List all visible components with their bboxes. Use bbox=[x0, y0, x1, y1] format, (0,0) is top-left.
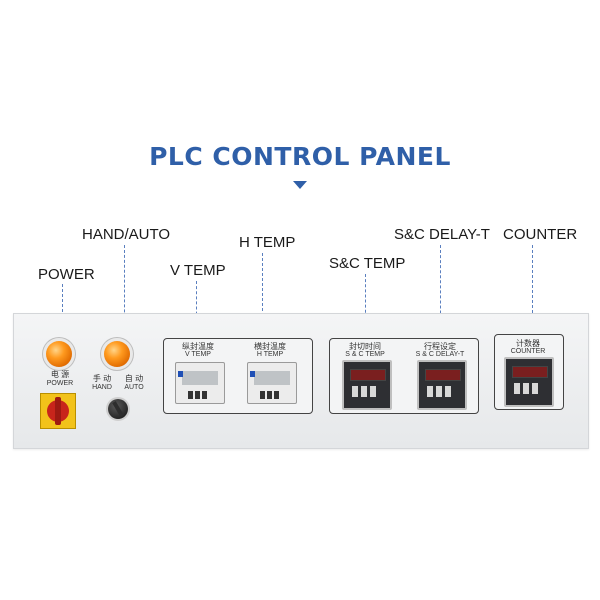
counter-meter-cn: 计数器 bbox=[516, 339, 540, 348]
counter-meter-en: COUNTER bbox=[510, 348, 546, 355]
v-temp-callout: V TEMP bbox=[170, 262, 226, 279]
meter-buttons bbox=[260, 386, 284, 399]
h-temp-meter bbox=[247, 362, 297, 404]
meter-buttons bbox=[188, 386, 212, 399]
power-label-en: POWER bbox=[46, 380, 74, 387]
h-temp-meter-cn: 横封温度 bbox=[254, 342, 286, 351]
v-temp-meter bbox=[175, 362, 225, 404]
main-power-switch[interactable] bbox=[40, 393, 76, 429]
selector-bar bbox=[112, 401, 124, 417]
meter-buttons bbox=[352, 384, 382, 398]
title-arrow-icon bbox=[293, 181, 307, 189]
power-lamp bbox=[46, 341, 72, 367]
meter-digits bbox=[350, 369, 386, 381]
sc-temp-meter-cn: 封切时间 bbox=[349, 342, 381, 351]
v-temp-meter-en: V TEMP bbox=[185, 351, 211, 358]
meter-digits bbox=[425, 369, 461, 381]
meter-buttons bbox=[427, 384, 457, 398]
hand-auto-leader bbox=[124, 245, 125, 342]
sc-temp-meter-en: S & C TEMP bbox=[345, 351, 385, 358]
counter-callout: COUNTER bbox=[503, 226, 578, 243]
switch-handle bbox=[55, 397, 61, 425]
hand-auto-callout: HAND/AUTO bbox=[82, 226, 171, 243]
counter-meter bbox=[504, 357, 554, 407]
hand-auto-lamp bbox=[104, 341, 130, 367]
sc-temp-meter bbox=[342, 360, 392, 410]
sc-delay-meter bbox=[417, 360, 467, 410]
sc-temp-callout: S&C TEMP bbox=[329, 255, 406, 272]
meter-window bbox=[254, 371, 290, 385]
hand-label-en: HAND bbox=[92, 384, 112, 391]
v-temp-meter-cn: 纵封温度 bbox=[182, 342, 214, 351]
sc-delay-meter-en: S & C DELAY-T bbox=[415, 351, 465, 358]
meter-window bbox=[182, 371, 218, 385]
meter-indicator bbox=[250, 371, 255, 377]
counter-leader bbox=[532, 245, 533, 368]
meter-indicator bbox=[178, 371, 183, 377]
hand-auto-selector[interactable] bbox=[108, 399, 128, 419]
auto-label-cn: 自 动 bbox=[124, 374, 144, 383]
sc-delay-leader bbox=[440, 245, 441, 369]
sc-delay-callout: S&C DELAY-T bbox=[394, 226, 490, 243]
h-temp-meter-en: H TEMP bbox=[256, 351, 284, 358]
sc-delay-meter-cn: 行程设定 bbox=[424, 342, 456, 351]
power-callout: POWER bbox=[38, 266, 95, 283]
power-label-cn: 电 源 bbox=[50, 370, 70, 379]
meter-digits bbox=[512, 366, 548, 378]
meter-buttons bbox=[514, 381, 544, 395]
page-title: PLC CONTROL PANEL bbox=[149, 142, 451, 171]
h-temp-callout: H TEMP bbox=[239, 234, 296, 251]
auto-label-en: AUTO bbox=[124, 384, 144, 391]
hand-label-cn: 手 动 bbox=[92, 374, 112, 383]
